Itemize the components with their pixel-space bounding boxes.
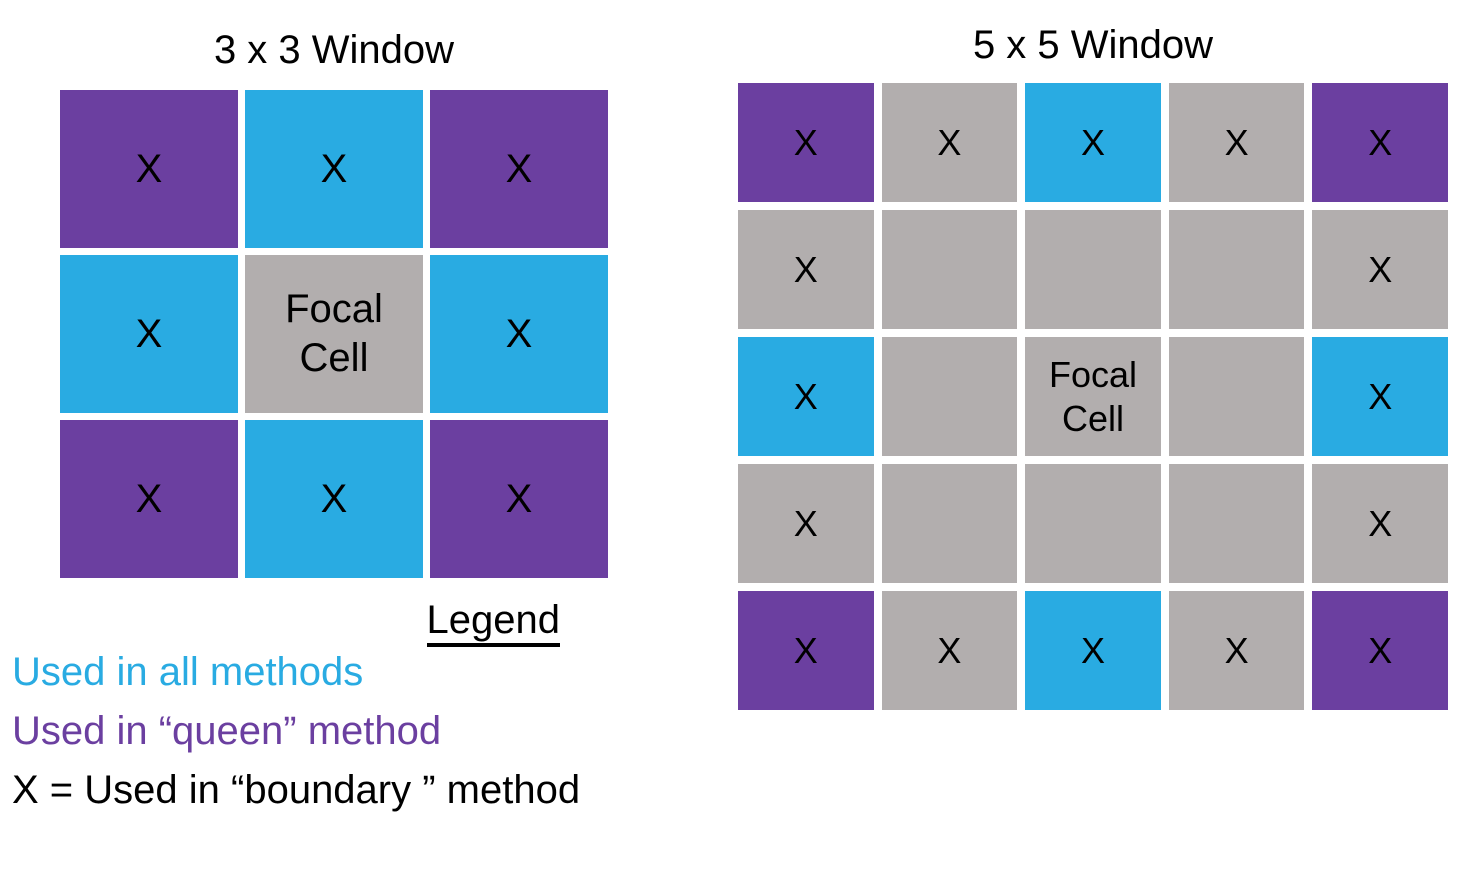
grid-cell: X: [245, 90, 423, 248]
panel-5x5-title: 5 x 5 Window: [972, 23, 1214, 67]
cell-marker: X: [320, 477, 348, 521]
grid-cell: X: [738, 210, 874, 329]
grid-cell: [1168, 464, 1305, 583]
grid-cell: X: [60, 420, 238, 578]
cell-marker: X: [135, 147, 163, 191]
grid-cell: X: [1312, 337, 1448, 456]
grid-cell: X: [881, 591, 1018, 710]
cell-marker: X: [135, 312, 163, 356]
grid-cell: [881, 210, 1018, 329]
cell-marker: X: [505, 312, 533, 356]
grid-cell: X: [245, 420, 423, 578]
cell-marker: X: [320, 147, 348, 191]
cell-marker: X: [1368, 121, 1393, 163]
legend-entry-queen-method: Used in “queen” method: [12, 708, 442, 753]
grid-cell: X: [881, 83, 1018, 202]
focal-cell-label: Focal Cell: [285, 287, 383, 380]
grid-cell: [1025, 464, 1161, 583]
cell-marker: X: [1368, 502, 1393, 544]
grid-cell: X: [60, 255, 238, 413]
cell-marker: X: [1368, 375, 1393, 417]
cell-marker: X: [1224, 121, 1249, 163]
grid-cell: [1168, 337, 1305, 456]
legend-title: Legend: [12, 598, 732, 647]
cell-marker: X: [505, 477, 533, 521]
grid-cell: X: [430, 420, 608, 578]
cell-marker: X: [793, 248, 818, 290]
grid-cell: [881, 337, 1018, 456]
grid-cell: [1025, 210, 1161, 329]
grid-cell: X: [1168, 83, 1305, 202]
grid-cell: X: [1312, 464, 1448, 583]
focal-cell: Focal Cell: [245, 255, 423, 413]
grid-cell: X: [738, 83, 874, 202]
cell-marker: X: [793, 375, 818, 417]
focal-cell-label: Focal Cell: [1048, 354, 1137, 439]
legend: Legend Used in all methods Used in “quee…: [12, 598, 732, 820]
legend-entry-boundary-method: X = Used in “boundary ” method: [12, 768, 581, 813]
grid-cell: X: [1312, 83, 1448, 202]
cell-marker: X: [1368, 629, 1393, 671]
grid-cell: X: [1025, 591, 1161, 710]
cell-marker: X: [1368, 248, 1393, 290]
grid-cell: X: [1168, 591, 1305, 710]
legend-title-text: Legend: [426, 598, 560, 647]
grid-cell: X: [430, 255, 608, 413]
panel-3x3-title: 3 x 3 Window: [213, 28, 455, 72]
grid-cell: X: [738, 464, 874, 583]
cell-marker: X: [1080, 121, 1105, 163]
grid-cell: X: [1025, 83, 1161, 202]
grid-cell: X: [430, 90, 608, 248]
cell-marker: X: [937, 629, 962, 671]
grid-cell: X: [738, 591, 874, 710]
grid-cell: [881, 464, 1018, 583]
grid-cell: X: [1312, 591, 1448, 710]
grid-cell: [1168, 210, 1305, 329]
grid-cell: X: [738, 337, 874, 456]
cell-marker: X: [937, 121, 962, 163]
cell-marker: X: [505, 147, 533, 191]
grid-cell: X: [60, 90, 238, 248]
legend-entry-all-methods: Used in all methods: [12, 649, 364, 694]
cell-marker: X: [793, 629, 818, 671]
cell-marker: X: [793, 121, 818, 163]
cell-marker: X: [793, 502, 818, 544]
focal-cell: Focal Cell: [1025, 337, 1161, 456]
cell-marker: X: [135, 477, 163, 521]
grid-cell: X: [1312, 210, 1448, 329]
cell-marker: X: [1224, 629, 1249, 671]
cell-marker: X: [1080, 629, 1105, 671]
